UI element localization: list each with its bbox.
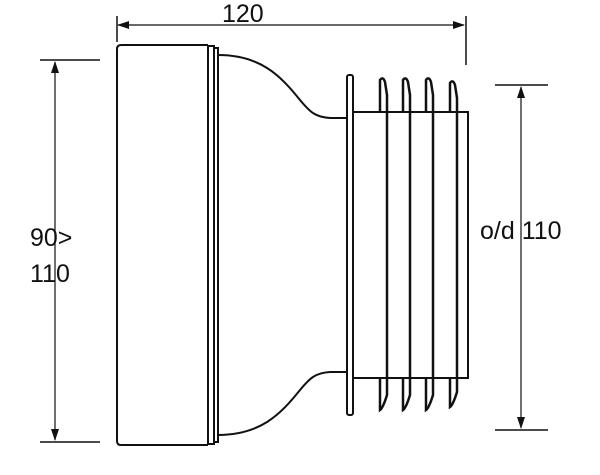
flange (346, 74, 354, 416)
length-label: 120 (222, 0, 264, 28)
socket-body (116, 44, 208, 446)
inlet-label-line1: 90> (30, 224, 73, 252)
seal-fins (378, 77, 459, 413)
transition-curve (217, 54, 347, 119)
outlet-label: o/d 110 (480, 217, 562, 245)
inlet-label-line2: 110 (30, 260, 70, 288)
